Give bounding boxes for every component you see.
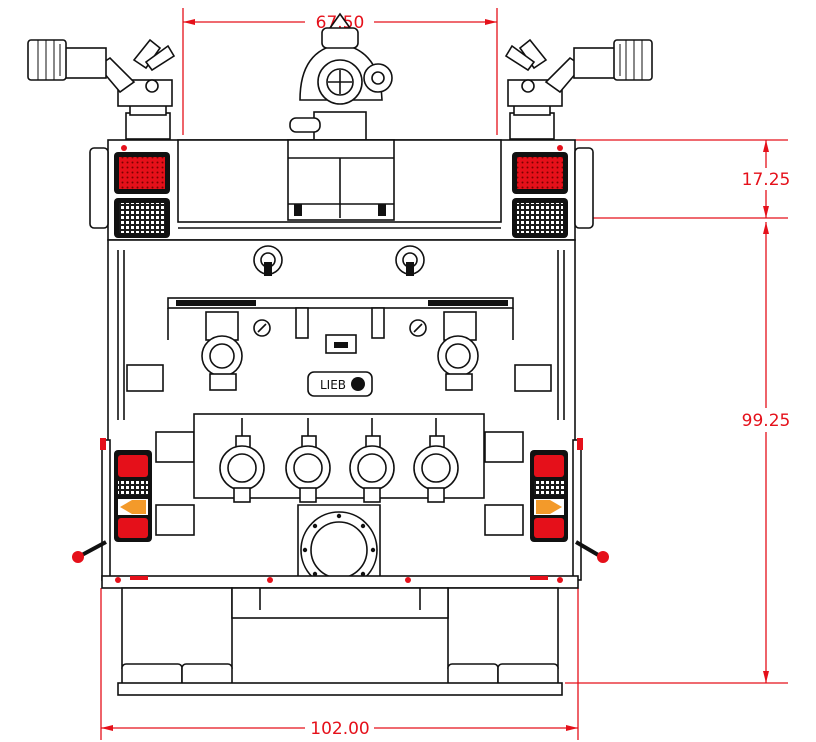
dimension-upper-height: 17.25 bbox=[565, 139, 791, 219]
discharge-3 bbox=[349, 418, 395, 503]
discharge-2 bbox=[285, 418, 331, 503]
dimension-top-width: 67.50 bbox=[182, 8, 498, 135]
discharge-1 bbox=[219, 418, 265, 503]
upper-light-left bbox=[114, 152, 170, 238]
grab-handles bbox=[72, 540, 609, 563]
dimension-total-height: 99.25 bbox=[565, 222, 791, 684]
dimension-label-upper: 17.25 bbox=[742, 170, 791, 190]
discharge-group bbox=[219, 418, 459, 503]
tail-lamp-icon bbox=[114, 450, 568, 542]
svg-text:LIEB: LIEB bbox=[320, 378, 346, 392]
deck-gun-icon bbox=[27, 12, 653, 143]
tail-lamp-right bbox=[530, 450, 568, 542]
dimension-overall-width: 102.00 bbox=[100, 588, 579, 740]
dimension-label-overall: 102.00 bbox=[310, 719, 369, 739]
upper-compartment bbox=[89, 139, 594, 241]
bumper bbox=[101, 575, 579, 696]
tail-lamp-left bbox=[114, 450, 152, 542]
dimension-label-total: 99.25 bbox=[742, 411, 791, 431]
valve-icon bbox=[201, 311, 479, 391]
discharge-4 bbox=[413, 418, 459, 503]
upper-light-right bbox=[512, 152, 568, 238]
